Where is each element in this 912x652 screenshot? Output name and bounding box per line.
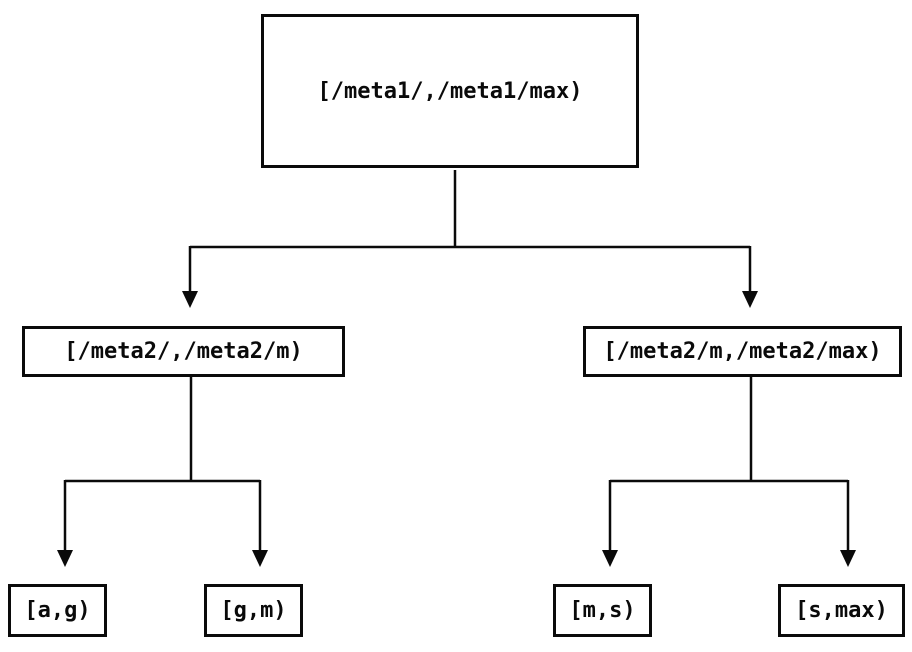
tree-node-left: [/meta2/,/meta2/m) xyxy=(22,326,345,377)
tree-node-root-label: [/meta1/,/meta1/max) xyxy=(317,78,583,104)
tree-node-leaf-gm-label: [g,m) xyxy=(220,598,287,623)
edge-left-to-children xyxy=(57,377,268,567)
tree-node-root: [/meta1/,/meta1/max) xyxy=(261,14,639,168)
arrowhead-down xyxy=(182,291,198,308)
tree-node-leaf-ag: [a,g) xyxy=(8,584,107,637)
tree-node-right-label: [/meta2/m,/meta2/max) xyxy=(603,339,882,364)
edge-root-to-children xyxy=(182,170,758,308)
tree-node-left-label: [/meta2/,/meta2/m) xyxy=(64,339,303,364)
arrowhead-down xyxy=(840,550,856,567)
tree-node-leaf-ms: [m,s) xyxy=(553,584,652,637)
arrowhead-down xyxy=(602,550,618,567)
edge-right-to-children xyxy=(602,377,856,567)
arrowhead-down xyxy=(742,291,758,308)
arrowhead-down xyxy=(57,550,73,567)
tree-node-leaf-smax-label: [s,max) xyxy=(795,598,888,623)
tree-node-right: [/meta2/m,/meta2/max) xyxy=(583,326,902,377)
arrowhead-down xyxy=(252,550,268,567)
tree-node-leaf-smax: [s,max) xyxy=(778,584,905,637)
tree-node-leaf-ms-label: [m,s) xyxy=(569,598,636,623)
tree-node-leaf-gm: [g,m) xyxy=(204,584,303,637)
tree-node-leaf-ag-label: [a,g) xyxy=(24,598,91,623)
